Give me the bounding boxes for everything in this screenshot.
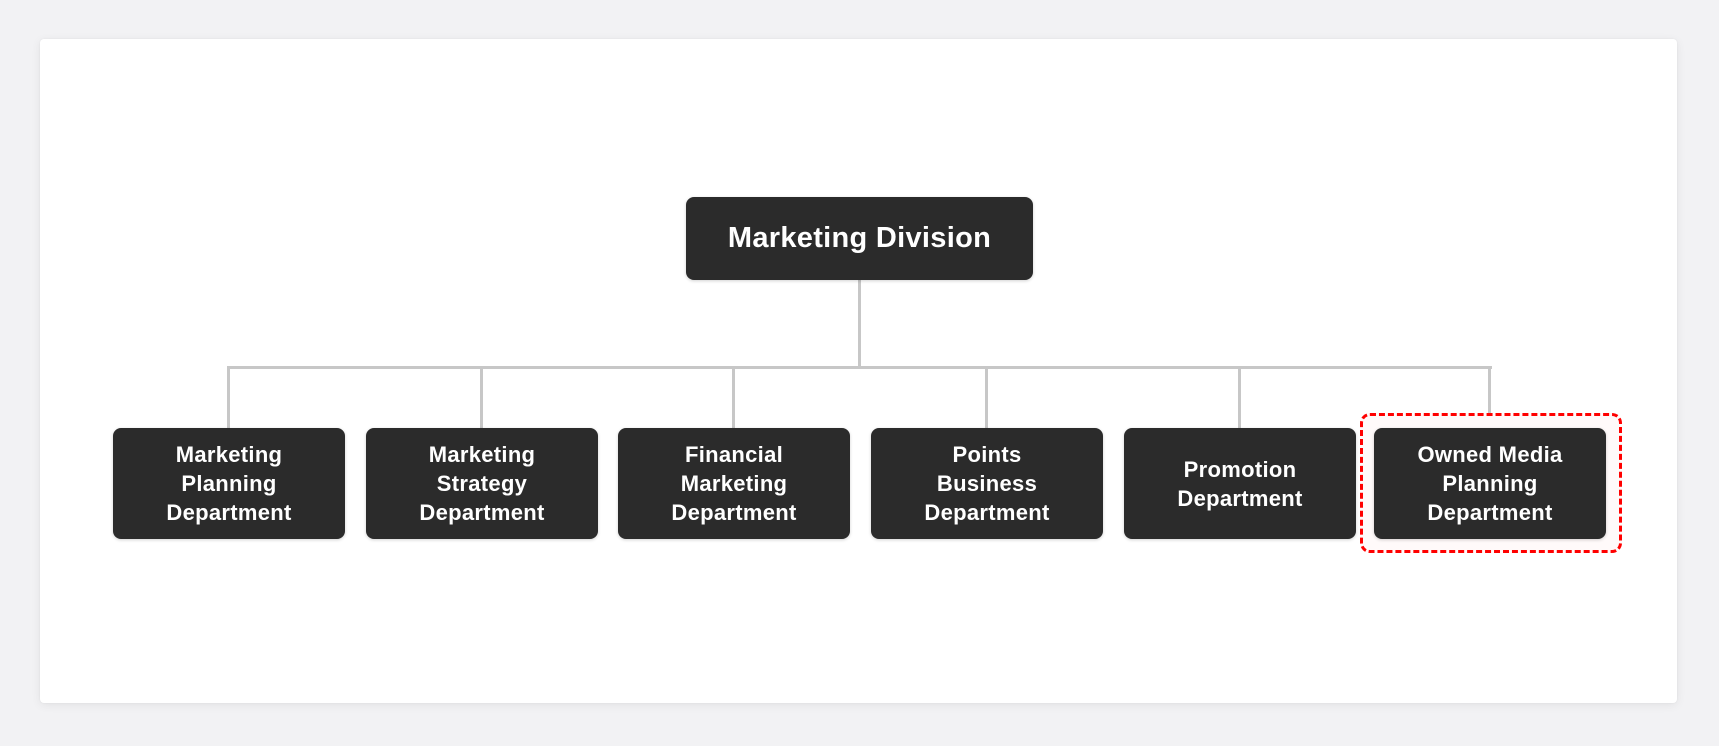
node-label-line: Owned Media	[1417, 442, 1563, 467]
connector-drop-marketing-planning	[227, 366, 230, 430]
node-label-line: Promotion	[1183, 456, 1297, 482]
node-label-line: Financial	[684, 442, 784, 467]
chart-card	[40, 39, 1677, 703]
node-label-line: Strategy	[436, 471, 528, 496]
org-node-marketing-planning-department[interactable]: Marketing Planning Department	[113, 428, 345, 539]
connector-drop-marketing-strategy	[480, 366, 483, 430]
connector-trunk	[858, 280, 861, 369]
node-label-line: Planning	[1442, 471, 1538, 496]
org-node-promotion-department[interactable]: Promotion Department	[1124, 428, 1356, 539]
node-label-line: Department	[419, 500, 545, 525]
org-node-financial-marketing-department[interactable]: Financial Marketing Department	[618, 428, 850, 539]
node-label-line: Department	[1177, 485, 1303, 511]
node-label: Marketing Division	[727, 222, 992, 254]
highlight-outline-owned-media-planning	[1360, 413, 1622, 553]
node-label-line: Department	[1427, 500, 1553, 525]
connector-rail	[228, 366, 1492, 369]
org-node-marketing-division[interactable]: Marketing Division	[686, 197, 1033, 280]
connector-drop-financial-marketing	[732, 366, 735, 430]
node-label-line: Business	[936, 471, 1038, 496]
connector-drop-promotion	[1238, 366, 1241, 430]
node-label-line: Marketing	[680, 471, 788, 496]
org-node-owned-media-planning-department[interactable]: Owned Media Planning Department	[1374, 428, 1606, 539]
node-label-line: Department	[166, 500, 292, 525]
node-label-line: Marketing	[175, 442, 283, 467]
node-label-line: Department	[671, 500, 797, 525]
org-node-points-business-department[interactable]: Points Business Department	[871, 428, 1103, 539]
org-node-marketing-strategy-department[interactable]: Marketing Strategy Department	[366, 428, 598, 539]
node-label-line: Marketing	[428, 442, 536, 467]
node-label-line: Points	[952, 442, 1022, 467]
connector-drop-owned-media-planning	[1488, 366, 1491, 415]
connector-drop-points-business	[985, 366, 988, 430]
node-label-line: Department	[924, 500, 1050, 525]
node-label-line: Planning	[181, 471, 277, 496]
